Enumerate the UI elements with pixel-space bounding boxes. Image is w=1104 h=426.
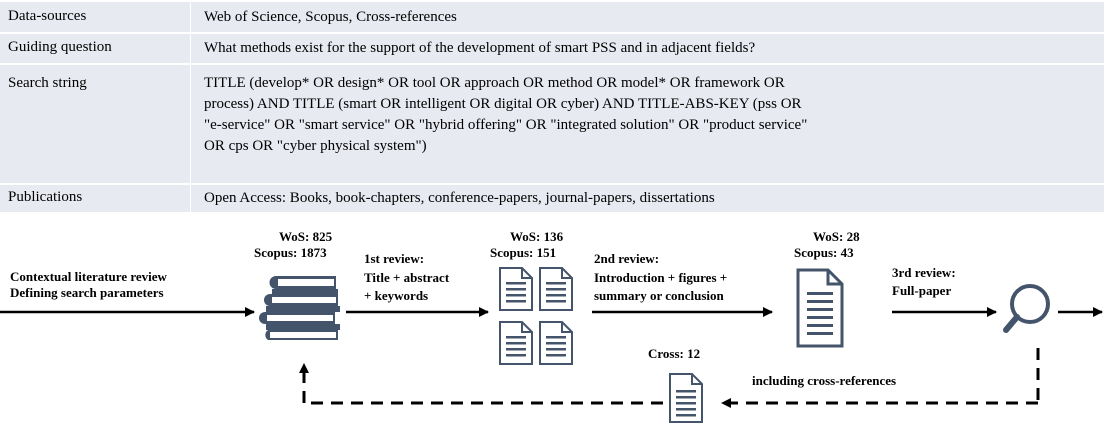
value-line: process) AND TITLE (smart OR intelligent… — [204, 96, 802, 112]
review1-criteria-line1: Title + abstract — [364, 270, 450, 285]
value-line: Web of Science, Scopus, Cross-references — [204, 9, 457, 25]
books-icon — [259, 276, 340, 340]
row-label: Search string — [8, 75, 87, 91]
document-icon — [796, 268, 844, 348]
stage3-wos-count: WoS: 28 — [813, 229, 860, 244]
stage3-scopus-count: Scopus: 43 — [794, 245, 854, 260]
row-value: Open Access: Books, book-chapters, confe… — [204, 188, 1104, 209]
row-label: Data-sources — [8, 8, 87, 24]
review1-title: 1st review: — [364, 251, 424, 266]
cross-reference-loop — [299, 348, 1040, 408]
row-value: Web of Science, Scopus, Cross-references — [204, 7, 1104, 28]
stage2-wos-count: WoS: 136 — [510, 229, 564, 244]
review2-criteria-line2: summary or conclusion — [594, 288, 725, 303]
row-value: TITLE (develop* OR design* OR tool OR ap… — [204, 73, 1104, 157]
value-line: Open Access: Books, book-chapters, confe… — [204, 190, 715, 206]
review2-criteria-line1: Introduction + figures + — [594, 270, 727, 285]
stage2-scopus-count: Scopus: 151 — [490, 245, 556, 260]
table-row: Search string TITLE (develop* OR design*… — [0, 65, 1104, 183]
magnifier-icon — [1003, 284, 1050, 333]
table-row: Data-sources Web of Science, Scopus, Cro… — [0, 2, 1104, 32]
table-row: Publications Open Access: Books, book-ch… — [0, 185, 1104, 212]
value-line: TITLE (develop* OR design* OR tool OR ap… — [204, 75, 785, 91]
column-divider — [190, 2, 191, 212]
value-line: "e-service" OR "smart service" OR "hybri… — [204, 117, 808, 133]
row-label: Guiding question — [8, 39, 112, 55]
value-line: OR cps OR "cyber physical system") — [204, 138, 427, 154]
value-line: What methods exist for the support of th… — [204, 40, 756, 56]
review3-criteria: Full-paper — [892, 283, 951, 298]
start-label-line2: Defining search parameters — [10, 285, 164, 300]
cross-document-icon — [669, 373, 703, 423]
review2-title: 2nd review: — [594, 251, 659, 266]
review3-title: 3rd review: — [892, 265, 956, 280]
cross-count: Cross: 12 — [648, 346, 700, 361]
documents-icon — [499, 267, 573, 365]
row-value: What methods exist for the support of th… — [204, 38, 1104, 59]
cross-references-label: including cross-references — [752, 373, 896, 388]
table-row: Guiding question What methods exist for … — [0, 34, 1104, 63]
stage1-wos-count: WoS: 825 — [279, 229, 333, 244]
review1-criteria-line2: + keywords — [364, 288, 428, 303]
start-label-line1: Contextual literature review — [10, 269, 168, 284]
row-label: Publications — [8, 189, 83, 205]
stage1-scopus-count: Scopus: 1873 — [254, 245, 327, 260]
